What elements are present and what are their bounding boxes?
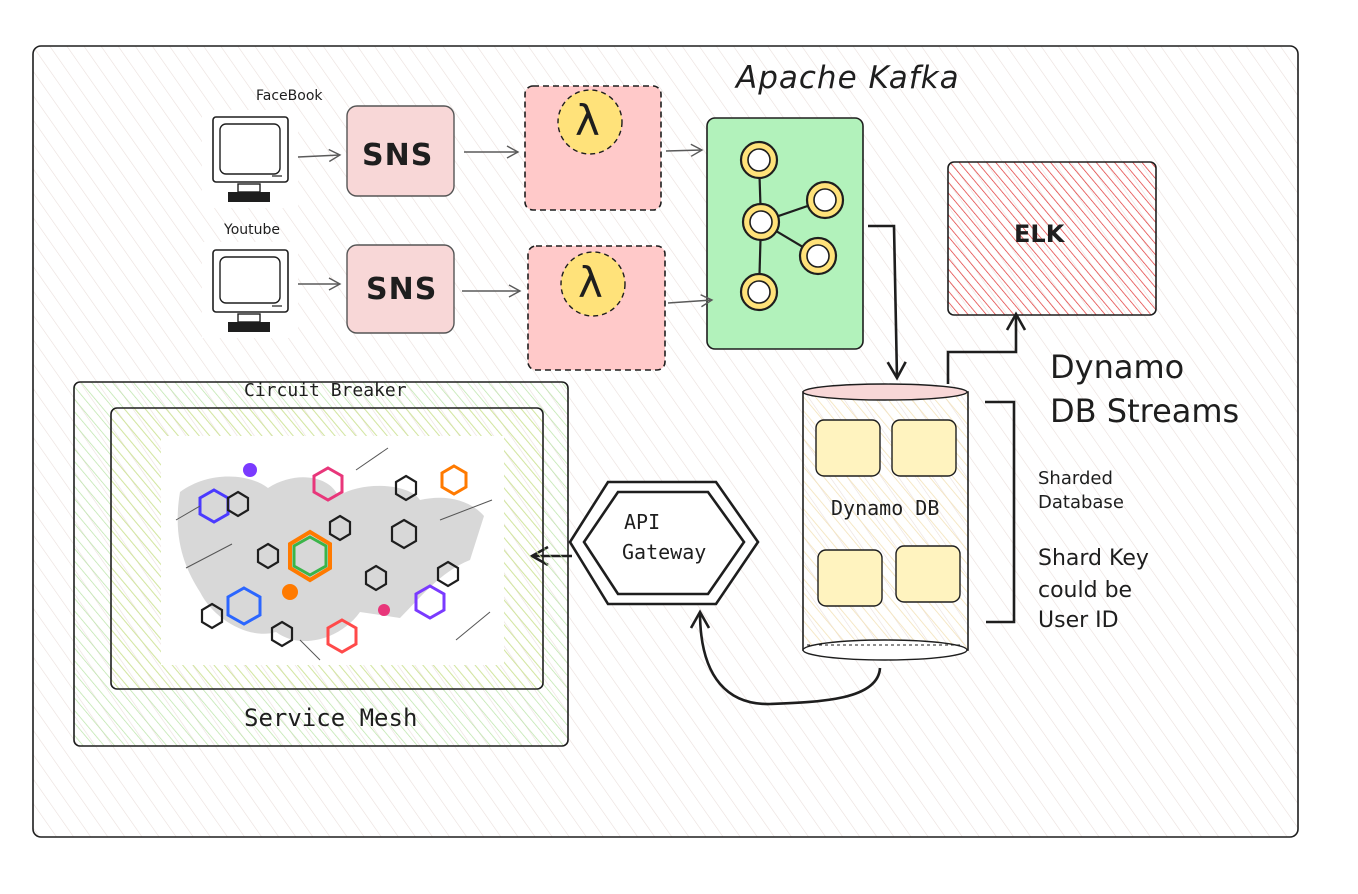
facebook-monitor-icon: [202, 110, 298, 208]
db-shard-3: [817, 549, 883, 607]
sns-label-1: SNS: [362, 138, 434, 173]
db-shard-4: [895, 545, 961, 603]
lambda-symbol-1: λ: [575, 96, 600, 145]
youtube-label: Youtube: [224, 222, 280, 238]
flow-arrows: [297, 143, 714, 308]
network-hexagon-image: [161, 436, 504, 665]
dynamo-db-label: Dynamo DB: [831, 496, 940, 520]
db-shard-1: [815, 419, 881, 477]
dynamo-streams-line1: Dynamo: [1050, 348, 1185, 386]
lambda-icon-2: [560, 251, 626, 317]
service-mesh-footer: Service Mesh: [244, 704, 418, 732]
shard-key-line3: User ID: [1038, 608, 1119, 633]
sharded-line1: Sharded: [1038, 468, 1113, 489]
elk-box: [947, 161, 1157, 316]
kafka-box: [706, 117, 864, 350]
circuit-breaker-title: Circuit Breaker: [244, 380, 407, 401]
elk-label: ELK: [1014, 220, 1065, 248]
sharded-line2: Database: [1038, 492, 1124, 513]
youtube-monitor-icon: [202, 242, 298, 338]
kafka-title: Apache Kafka: [736, 60, 960, 96]
kafka-topology-icon: [739, 140, 845, 312]
dynamo-db-cylinder: [802, 383, 969, 661]
facebook-label: FaceBook: [256, 88, 323, 104]
sns-box-1: [346, 105, 455, 197]
shard-key-line2: could be: [1038, 578, 1133, 603]
dynamo-streams-line2: DB Streams: [1050, 392, 1240, 430]
shard-bracket: [985, 400, 1016, 624]
api-gateway-line2: Gateway: [622, 540, 707, 564]
api-gateway-hexagon: [568, 480, 760, 606]
lambda-symbol-2: λ: [578, 258, 603, 307]
sns-box-2: [346, 244, 455, 334]
lambda-icon-1: [557, 89, 623, 155]
sns-label-2: SNS: [366, 272, 438, 307]
db-shard-2: [891, 419, 957, 477]
api-gateway-line1: API: [624, 510, 661, 534]
shard-key-line1: Shard Key: [1038, 546, 1149, 571]
